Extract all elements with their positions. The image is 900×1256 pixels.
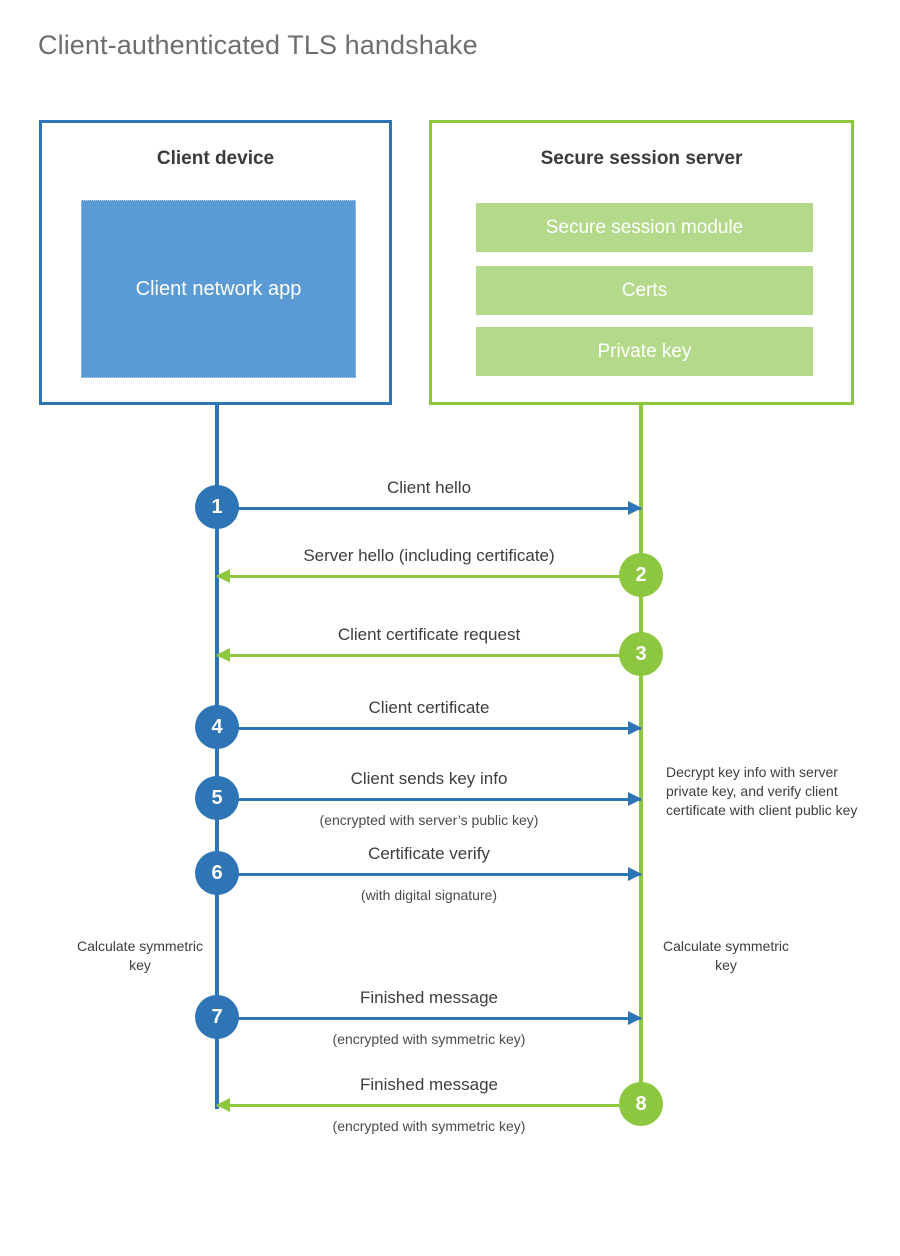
server-module-label: Secure session module [545,216,744,238]
arrow-line [217,1104,641,1107]
server-module-label: Private key [597,340,692,362]
client-device-box: Client device Client network app [39,120,392,405]
arrow-head-icon [628,721,642,735]
server-calculate-symmetric-key-note: Calculate symmetric key [662,938,790,973]
step-number: 3 [635,642,647,665]
arrow-line [217,507,641,510]
message-label: Certificate verify [368,844,490,863]
client-calculate-symmetric-key-note: Calculate symmetric key [76,938,204,973]
message-sublabel: (encrypted with symmetric key) [332,1118,526,1134]
message-label: Client certificate request [337,625,521,644]
message-label: Finished message [360,988,498,1007]
server-lifeline [639,403,643,1109]
message-label: Client hello [386,478,472,497]
message-label: Client certificate [368,698,490,717]
step-number: 6 [211,861,223,884]
page-title: Client-authenticated TLS handshake [38,30,478,60]
client-lifeline [215,403,219,1109]
step-number: 1 [211,495,223,518]
client-device-title: Client device [156,148,275,169]
step-badge-8[interactable]: 8 [619,1082,663,1126]
step-number: 7 [211,1005,223,1028]
client-network-app-label: Client network app [135,277,302,300]
step-number: 8 [635,1092,647,1115]
step-number: 2 [635,563,647,586]
secure-session-server-title: Secure session server [540,148,743,169]
decrypt-key-info-note: Decrypt key info with server private key… [666,764,858,818]
arrow-head-icon [628,501,642,515]
arrow-line [217,1017,641,1020]
server-module-certs: Certs [476,266,813,315]
message-sublabel: (encrypted with symmetric key) [332,1031,526,1047]
message-sublabel: (encrypted with server’s public key) [319,812,539,828]
arrow-head-icon [628,1011,642,1025]
arrow-head-icon [216,648,230,662]
arrow-line [217,575,641,578]
client-network-app-node: Client network app [81,200,356,378]
arrow-head-icon [216,569,230,583]
arrow-line [217,727,641,730]
step-badge-7[interactable]: 7 [195,995,239,1039]
arrow-line [217,654,641,657]
secure-session-server-box: Secure session server Secure session mod… [429,120,854,405]
server-module-secure-session-module: Secure session module [476,203,813,252]
message-label: Server hello (including certificate) [303,546,555,565]
arrow-head-icon [628,867,642,881]
arrow-line [217,798,641,801]
server-module-label: Certs [621,279,668,301]
step-number: 4 [211,715,223,738]
step-badge-6[interactable]: 6 [195,851,239,895]
arrow-head-icon [216,1098,230,1112]
arrow-head-icon [628,792,642,806]
step-badge-2[interactable]: 2 [619,553,663,597]
arrow-line [217,873,641,876]
server-module-private-key: Private key [476,327,813,376]
message-label: Client sends key info [350,769,508,788]
message-label: Finished message [360,1075,498,1094]
step-badge-3[interactable]: 3 [619,632,663,676]
step-badge-4[interactable]: 4 [195,705,239,749]
step-number: 5 [211,786,223,809]
step-badge-1[interactable]: 1 [195,485,239,529]
step-badge-5[interactable]: 5 [195,776,239,820]
message-sublabel: (with digital signature) [360,887,498,903]
